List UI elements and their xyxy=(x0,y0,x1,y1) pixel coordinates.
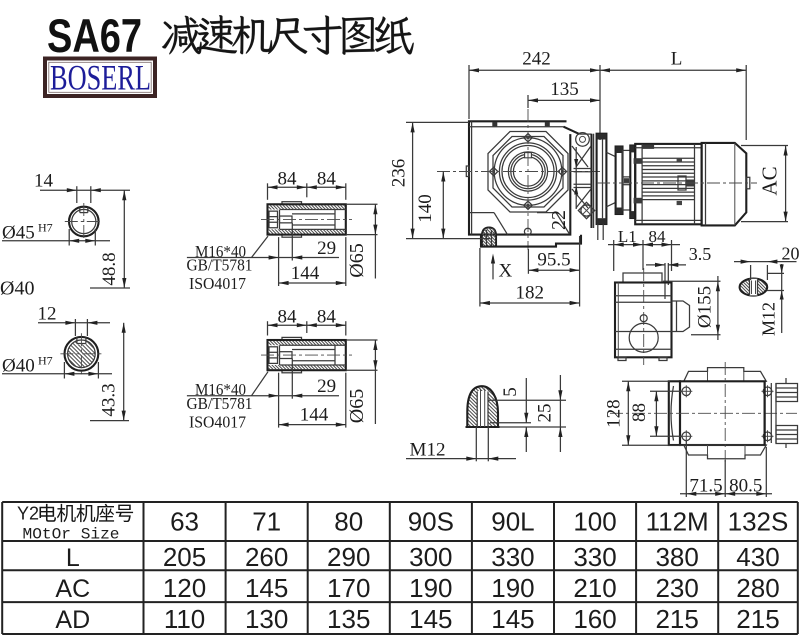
svg-text:Ø155: Ø155 xyxy=(695,286,716,328)
svg-text:135: 135 xyxy=(327,604,370,634)
svg-text:M16*40: M16*40 xyxy=(195,242,246,261)
svg-text:AD: AD xyxy=(55,606,90,634)
svg-text:29: 29 xyxy=(317,376,336,397)
svg-text:20: 20 xyxy=(782,244,800,264)
svg-text:170: 170 xyxy=(327,573,370,603)
svg-text:X: X xyxy=(499,261,513,282)
svg-text:380: 380 xyxy=(655,542,698,572)
svg-text:132S: 132S xyxy=(728,507,789,537)
svg-text:Y2: Y2 xyxy=(17,504,39,524)
svg-text:12: 12 xyxy=(38,304,57,325)
svg-text:144: 144 xyxy=(291,263,320,284)
svg-text:112M: 112M xyxy=(646,507,709,537)
svg-text:230: 230 xyxy=(655,573,698,603)
svg-text:215: 215 xyxy=(736,604,779,634)
svg-text:160: 160 xyxy=(573,604,616,634)
svg-text:25: 25 xyxy=(535,404,556,423)
svg-text:300: 300 xyxy=(409,542,452,572)
svg-text:ISO4017: ISO4017 xyxy=(189,413,246,432)
svg-text:280: 280 xyxy=(736,573,779,603)
svg-text:210: 210 xyxy=(573,573,616,603)
svg-text:48.8: 48.8 xyxy=(99,252,120,285)
svg-text:22: 22 xyxy=(548,210,570,230)
svg-text:ISO4017: ISO4017 xyxy=(189,274,246,293)
svg-text:236: 236 xyxy=(389,159,410,188)
svg-text:43.3: 43.3 xyxy=(99,383,120,416)
svg-text:GB/T5781: GB/T5781 xyxy=(187,394,253,413)
svg-text:BOSERL: BOSERL xyxy=(50,58,151,98)
svg-text:190: 190 xyxy=(409,573,452,603)
svg-text:84: 84 xyxy=(649,227,667,246)
svg-text:205: 205 xyxy=(163,542,206,572)
svg-text:242: 242 xyxy=(522,49,551,70)
svg-text:290: 290 xyxy=(327,542,370,572)
svg-text:14: 14 xyxy=(34,171,54,192)
svg-text:145: 145 xyxy=(245,573,288,603)
svg-text:110: 110 xyxy=(164,604,205,634)
svg-text:29: 29 xyxy=(317,238,336,259)
svg-text:AC: AC xyxy=(758,166,782,195)
svg-text:135: 135 xyxy=(550,79,579,100)
svg-text:L: L xyxy=(671,49,683,70)
svg-text:63: 63 xyxy=(170,507,199,537)
svg-text:80: 80 xyxy=(334,507,363,537)
svg-text:71: 71 xyxy=(252,507,281,537)
svg-text:Ø45: Ø45 xyxy=(2,223,35,244)
svg-text:144: 144 xyxy=(300,405,329,426)
svg-text:190: 190 xyxy=(491,573,534,603)
svg-text:84: 84 xyxy=(317,306,337,327)
svg-text:182: 182 xyxy=(515,282,544,303)
svg-text:M12: M12 xyxy=(410,440,446,461)
svg-text:430: 430 xyxy=(736,542,779,572)
svg-text:100: 100 xyxy=(573,507,616,537)
svg-text:84: 84 xyxy=(278,169,298,190)
svg-text:80.5: 80.5 xyxy=(729,475,762,496)
svg-text:SA67: SA67 xyxy=(47,9,142,62)
svg-text:Ø40: Ø40 xyxy=(0,278,34,300)
svg-text:130: 130 xyxy=(245,604,288,634)
svg-text:Ø65: Ø65 xyxy=(346,389,368,423)
svg-text:330: 330 xyxy=(573,542,616,572)
svg-text:Ø40: Ø40 xyxy=(2,356,35,377)
svg-text:M12: M12 xyxy=(759,302,779,336)
svg-text:GB/T5781: GB/T5781 xyxy=(187,255,253,274)
svg-text:260: 260 xyxy=(245,542,288,572)
svg-text:H7: H7 xyxy=(38,354,53,368)
svg-text:95.5: 95.5 xyxy=(537,250,570,271)
svg-text:L1: L1 xyxy=(618,227,637,246)
svg-text:3.5: 3.5 xyxy=(689,244,712,264)
svg-text:215: 215 xyxy=(655,604,698,634)
svg-text:120: 120 xyxy=(163,573,206,603)
svg-text:140: 140 xyxy=(415,194,436,223)
svg-text:84: 84 xyxy=(278,306,298,327)
svg-text:H7: H7 xyxy=(38,221,53,235)
svg-text:145: 145 xyxy=(409,604,452,634)
svg-text:330: 330 xyxy=(491,542,534,572)
svg-text:71.5: 71.5 xyxy=(689,475,722,496)
svg-text:AC: AC xyxy=(55,575,90,603)
svg-text:Ø65: Ø65 xyxy=(346,243,368,277)
svg-text:MOtOr Size: MOtOr Size xyxy=(23,526,120,544)
svg-text:128: 128 xyxy=(604,399,625,428)
svg-text:90L: 90L xyxy=(491,507,534,537)
svg-text:90S: 90S xyxy=(408,507,454,537)
svg-text:145: 145 xyxy=(491,604,534,634)
svg-text:84: 84 xyxy=(317,169,337,190)
svg-text:L: L xyxy=(66,544,80,572)
svg-text:88: 88 xyxy=(629,403,650,422)
svg-text:M16*40: M16*40 xyxy=(195,380,246,399)
svg-text:5: 5 xyxy=(500,387,521,397)
